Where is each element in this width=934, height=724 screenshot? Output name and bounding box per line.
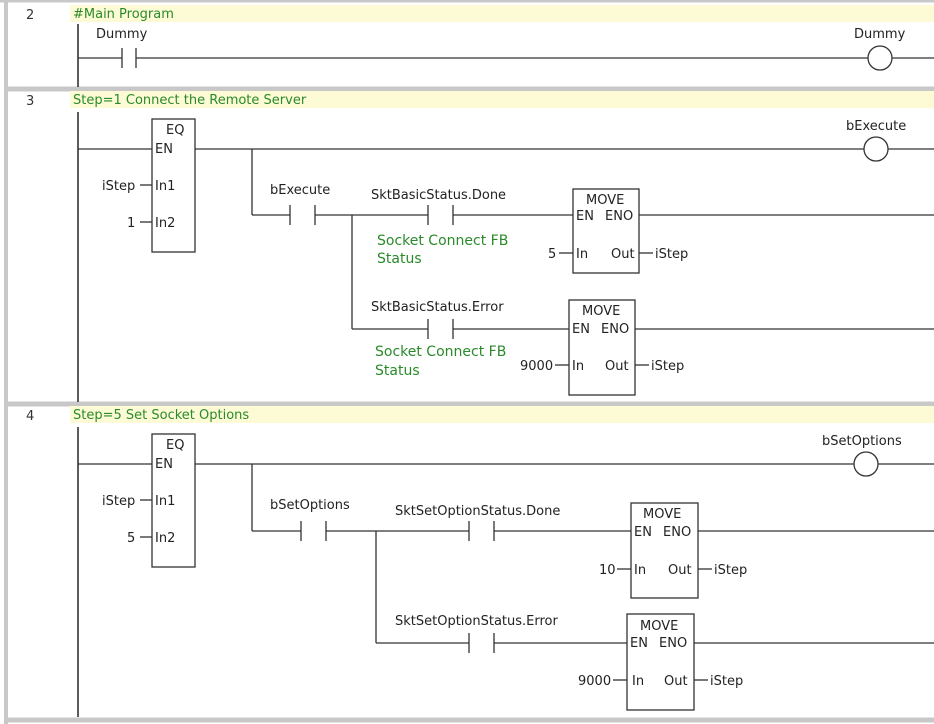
rung-2[interactable]: 2 #Main Program Dummy Dummy — [26, 5, 934, 87]
move-in-value: 10 — [599, 563, 616, 578]
eq-block-name: EQ — [166, 438, 184, 453]
coil-bsetoptions[interactable] — [853, 451, 879, 477]
contact-comment: Status — [377, 251, 422, 267]
eq-in2-value: 1 — [127, 216, 135, 231]
move-en-label: EN — [572, 322, 590, 337]
move-block[interactable]: MOVE EN ENO In Out — [626, 613, 695, 711]
contact-sktbasicstatus-done[interactable] — [427, 205, 454, 225]
move-block[interactable]: MOVE EN ENO In Out — [572, 188, 640, 274]
eq-en-label: EN — [155, 457, 173, 472]
move-eno-label: ENO — [663, 525, 691, 540]
move-eno-label: ENO — [605, 209, 633, 224]
move-out-label: Out — [664, 674, 688, 689]
move-out-value: iStep — [714, 563, 747, 578]
contact-comment: Status — [375, 363, 420, 379]
eq-in1-label: In1 — [155, 494, 175, 509]
contact-comment: Socket Connect FB — [375, 344, 506, 360]
move-out-value: iStep — [655, 247, 688, 262]
contact-dummy[interactable] — [121, 48, 137, 68]
move-block-name: MOVE — [586, 193, 624, 208]
move-en-label: EN — [630, 636, 648, 651]
rung-4[interactable]: 4 Step=5 Set Socket Options EQ EN In1 In… — [26, 406, 934, 717]
eq-in1-value: iStep — [102, 179, 135, 194]
move-block[interactable]: MOVE EN ENO In Out — [568, 299, 636, 396]
rung-number: 4 — [26, 409, 34, 424]
eq-in2-value: 5 — [127, 531, 135, 546]
move-block-name: MOVE — [640, 619, 678, 634]
eq-block[interactable]: EQ EN In1 In2 — [151, 433, 196, 568]
contact-comment: Socket Connect FB — [377, 233, 508, 249]
contact-label: SktBasicStatus.Done — [371, 188, 506, 203]
coil-label: bExecute — [846, 119, 906, 134]
eq-block-name: EQ — [166, 123, 184, 138]
move-block-name: MOVE — [643, 507, 681, 522]
rung-title-bar — [70, 406, 934, 423]
eq-in1-value: iStep — [102, 494, 135, 509]
eq-in2-label: In2 — [155, 531, 175, 546]
move-block-name: MOVE — [582, 304, 620, 319]
move-out-label: Out — [611, 247, 635, 262]
move-in-label: In — [632, 674, 644, 689]
rung-number: 2 — [26, 8, 34, 23]
rung-title-bar — [70, 5, 934, 22]
eq-block[interactable]: EQ EN In1 In2 — [151, 118, 196, 253]
contact-label: SktSetOptionStatus.Error — [395, 614, 559, 629]
move-in-value: 9000 — [520, 359, 553, 374]
coil-label: bSetOptions — [822, 434, 902, 449]
contact-sktsetoptionstatus-error[interactable] — [468, 633, 495, 653]
move-in-label: In — [572, 359, 584, 374]
rung-3[interactable]: 3 Step=1 Connect the Remote Server EQ EN… — [26, 91, 934, 402]
move-in-value: 5 — [548, 247, 556, 262]
coil-label: Dummy — [854, 27, 906, 42]
contact-bsetoptions[interactable] — [300, 521, 327, 541]
move-en-label: EN — [634, 525, 652, 540]
coil-bexecute[interactable] — [863, 136, 889, 162]
contact-label: bSetOptions — [270, 498, 350, 513]
contact-label: bExecute — [270, 183, 330, 198]
rung-title: #Main Program — [73, 7, 174, 22]
eq-in2-label: In2 — [155, 216, 175, 231]
move-in-label: In — [634, 563, 646, 578]
contact-sktbasicstatus-error[interactable] — [427, 319, 454, 339]
rung-title: Step=1 Connect the Remote Server — [73, 93, 307, 108]
contact-bexecute[interactable] — [289, 205, 316, 225]
move-out-value: iStep — [710, 674, 743, 689]
contact-sktsetoptionstatus-done[interactable] — [468, 521, 495, 541]
rung-title: Step=5 Set Socket Options — [73, 408, 249, 423]
move-in-label: In — [576, 247, 588, 262]
move-out-label: Out — [605, 359, 629, 374]
rung-title-bar — [70, 91, 934, 108]
move-out-value: iStep — [651, 359, 684, 374]
move-out-label: Out — [668, 563, 692, 578]
contact-label: Dummy — [96, 27, 148, 42]
coil-dummy[interactable] — [867, 45, 893, 71]
rung-number: 3 — [26, 94, 34, 109]
eq-en-label: EN — [155, 142, 173, 157]
move-eno-label: ENO — [659, 636, 687, 651]
contact-label: SktBasicStatus.Error — [371, 300, 504, 315]
move-eno-label: ENO — [601, 322, 629, 337]
move-in-value: 9000 — [578, 674, 611, 689]
move-en-label: EN — [576, 209, 594, 224]
contact-label: SktSetOptionStatus.Done — [395, 504, 560, 519]
move-block[interactable]: MOVE EN ENO In Out — [630, 502, 699, 599]
eq-in1-label: In1 — [155, 179, 175, 194]
